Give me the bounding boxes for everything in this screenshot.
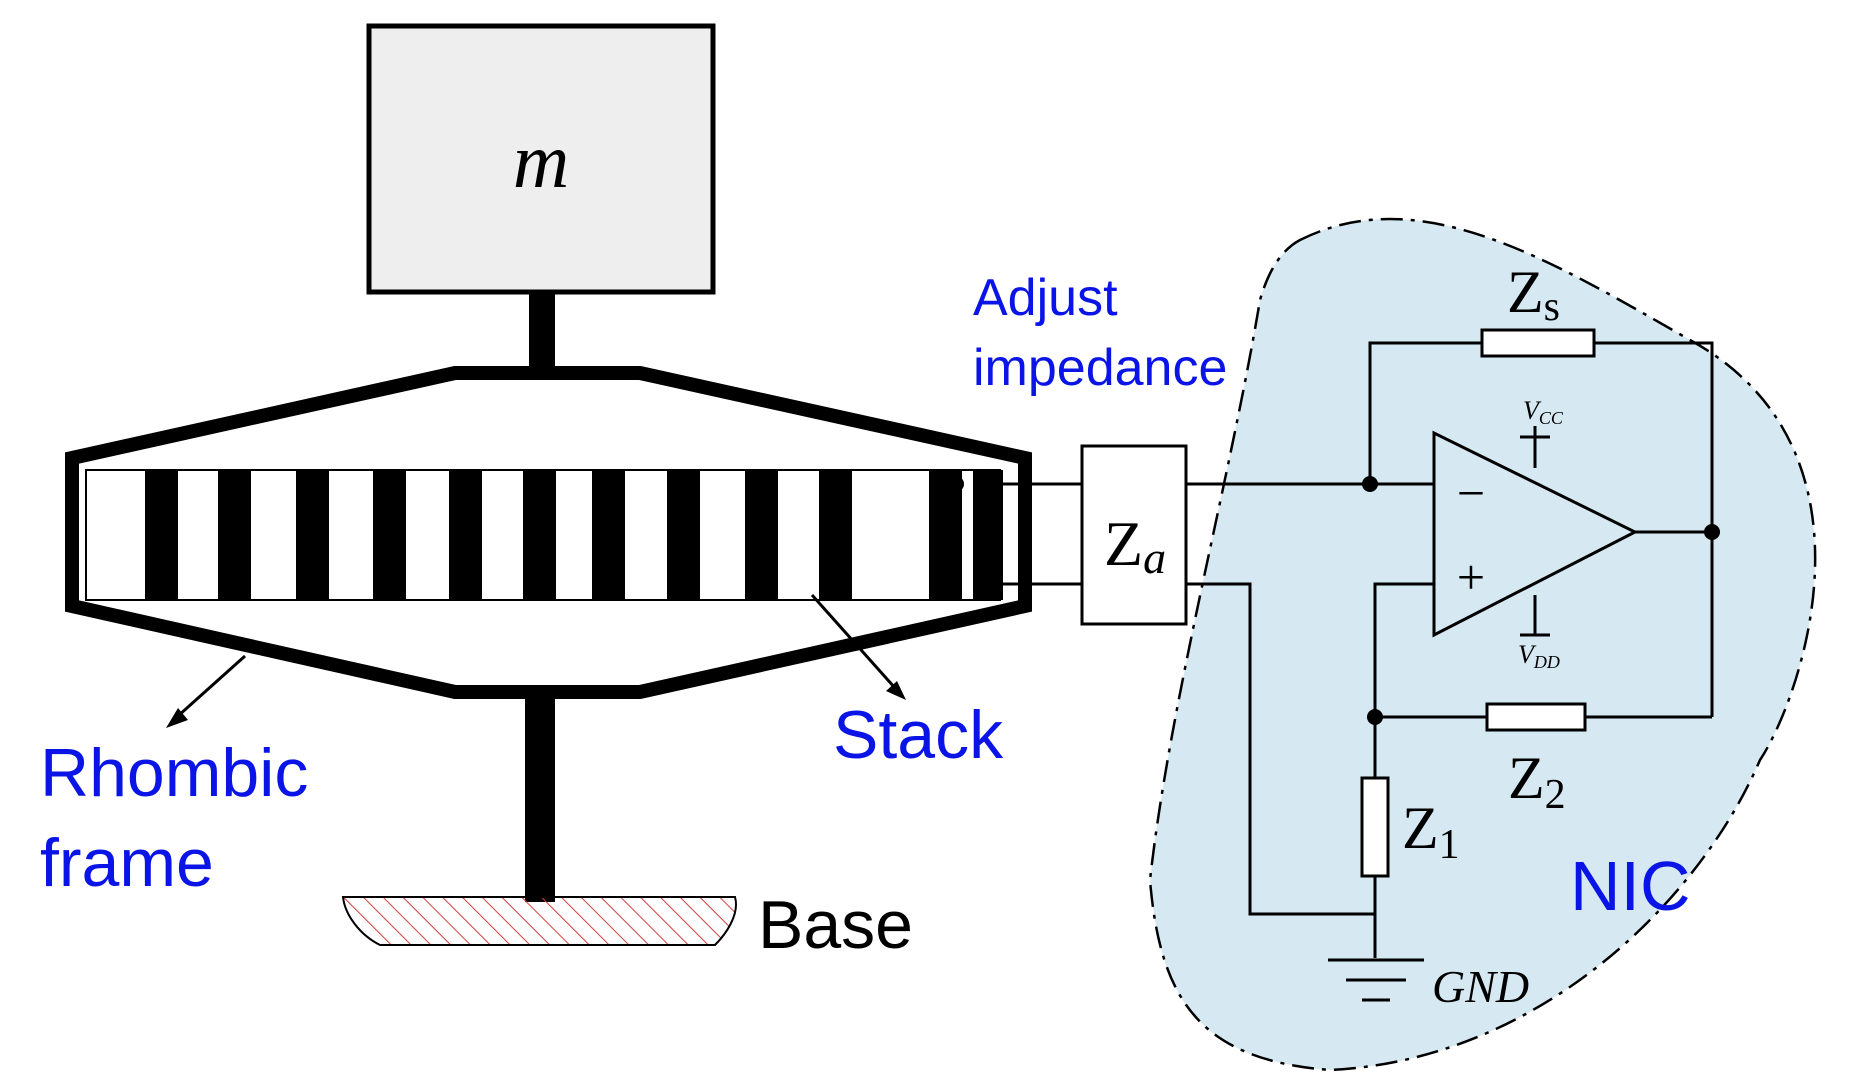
- rhombic-arrowhead: [166, 708, 188, 728]
- op-amp-minus: −: [1457, 465, 1485, 521]
- lower-rod: [525, 692, 555, 902]
- stack-leads: [1003, 482, 1082, 586]
- upper-rod: [529, 292, 555, 372]
- mass-label: m: [513, 117, 569, 204]
- z1-resistor: [1360, 776, 1390, 878]
- base: [341, 896, 737, 946]
- za-box: [1080, 444, 1188, 626]
- z2-label: Z2: [1508, 745, 1566, 818]
- rhombic-frame: [65, 366, 1032, 699]
- zs-resistor: [1480, 328, 1596, 358]
- stack-terminal-top: [948, 476, 964, 492]
- rhombic-frame-label: Rhombic frame: [40, 735, 327, 901]
- vcc-label: VCC: [1523, 396, 1564, 428]
- ground-symbol: [1328, 958, 1424, 1002]
- label-arrows: [176, 594, 897, 718]
- adjust-impedance-label: Adjust impedance: [973, 269, 1227, 397]
- stack-label: Stack: [833, 697, 1004, 773]
- stack-arrowhead: [886, 681, 906, 700]
- z2-resistor: [1485, 702, 1587, 732]
- gnd-label: GND: [1432, 961, 1529, 1012]
- nic-label: NIC: [1570, 847, 1691, 925]
- mass-block: [366, 23, 716, 295]
- za-label: Za: [1104, 508, 1166, 583]
- nic-region: [1148, 217, 1817, 1072]
- op-amp-plus: +: [1457, 549, 1485, 605]
- vdd-label: VDD: [1518, 640, 1560, 672]
- junction-dots: [1362, 476, 1720, 725]
- stack-terminal-bottom: [944, 576, 960, 592]
- base-label: Base: [758, 887, 913, 963]
- op-amp: [1432, 430, 1639, 638]
- zs-label: Zs: [1507, 259, 1560, 330]
- z1-label: Z1: [1402, 795, 1460, 868]
